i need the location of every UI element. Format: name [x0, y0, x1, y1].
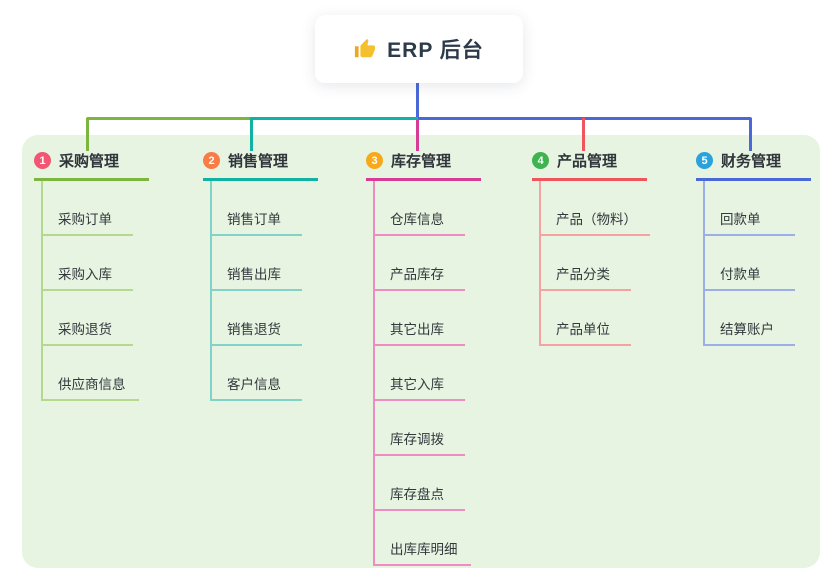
branch-node[interactable]: 1 采购管理 — [34, 150, 149, 181]
mindmap-item[interactable]: 采购订单 — [41, 181, 133, 236]
thumbs-up-icon — [355, 38, 376, 58]
branch-number-badge: 3 — [366, 152, 383, 169]
branch: 4 产品管理 产品（物料）产品分类产品单位 — [532, 150, 692, 346]
mindmap-item[interactable]: 供应商信息 — [41, 346, 139, 401]
branch: 1 采购管理 采购订单采购入库采购退货供应商信息 — [34, 150, 194, 401]
branch-number-badge: 1 — [34, 152, 51, 169]
connector-root-vertical — [416, 83, 419, 120]
mindmap-item[interactable]: 仓库信息 — [373, 181, 465, 236]
connector-drop-branch5 — [749, 118, 752, 151]
mindmap-item[interactable]: 销售出库 — [210, 236, 302, 291]
connector-drop-branch4 — [582, 118, 585, 151]
branch-node[interactable]: 5 财务管理 — [696, 150, 811, 181]
branch: 2 销售管理 销售订单销售出库销售退货客户信息 — [203, 150, 363, 401]
mindmap-item[interactable]: 产品库存 — [373, 236, 465, 291]
branch-item-list: 采购订单采购入库采购退货供应商信息 — [34, 181, 139, 401]
branch-item-list: 回款单付款单结算账户 — [696, 181, 795, 346]
mindmap-item[interactable]: 销售订单 — [210, 181, 302, 236]
mindmap-item[interactable]: 产品分类 — [539, 236, 631, 291]
mindmap-item[interactable]: 采购退货 — [41, 291, 133, 346]
branches-panel: 1 采购管理 采购订单采购入库采购退货供应商信息 2 销售管理 销售订单销售出库… — [22, 135, 820, 568]
branch-node[interactable]: 2 销售管理 — [203, 150, 318, 181]
root-node[interactable]: ERP 后台 — [315, 15, 523, 83]
branch-number-badge: 4 — [532, 152, 549, 169]
branch: 5 财务管理 回款单付款单结算账户 — [696, 150, 839, 346]
connector-horizontal-right — [418, 117, 752, 120]
mindmap-item[interactable]: 其它出库 — [373, 291, 465, 346]
mindmap-item[interactable]: 出库库明细 — [373, 511, 471, 566]
branch-title: 采购管理 — [59, 153, 120, 170]
branch-number-badge: 5 — [696, 152, 713, 169]
mindmap-item[interactable]: 库存调拨 — [373, 401, 465, 456]
connector-horizontal-left — [86, 117, 252, 120]
branch-node[interactable]: 3 库存管理 — [366, 150, 481, 181]
connector-drop-branch1 — [86, 118, 89, 151]
branch-item-list: 销售订单销售出库销售退货客户信息 — [203, 181, 302, 401]
mindmap-item[interactable]: 客户信息 — [210, 346, 302, 401]
root-title: ERP 后台 — [387, 39, 484, 62]
connector-drop-branch3 — [416, 120, 419, 151]
branch-title: 财务管理 — [721, 153, 782, 170]
branch-title: 产品管理 — [557, 153, 618, 170]
mindmap-item[interactable]: 付款单 — [703, 236, 795, 291]
branch: 3 库存管理 仓库信息产品库存其它出库其它入库库存调拨库存盘点出库库明细 — [366, 150, 526, 566]
mindmap-item[interactable]: 结算账户 — [703, 291, 795, 346]
branch-node[interactable]: 4 产品管理 — [532, 150, 647, 181]
branch-item-list: 产品（物料）产品分类产品单位 — [532, 181, 650, 346]
mindmap-item[interactable]: 采购入库 — [41, 236, 133, 291]
connector-drop-branch2 — [250, 118, 253, 151]
branch-title: 库存管理 — [391, 153, 452, 170]
connector-horizontal-mid — [250, 117, 418, 120]
branch-title: 销售管理 — [228, 153, 289, 170]
mindmap-item[interactable]: 库存盘点 — [373, 456, 465, 511]
branch-number-badge: 2 — [203, 152, 220, 169]
mindmap-item[interactable]: 销售退货 — [210, 291, 302, 346]
mindmap-item[interactable]: 产品（物料） — [539, 181, 650, 236]
mindmap-item[interactable]: 回款单 — [703, 181, 795, 236]
mindmap-item[interactable]: 其它入库 — [373, 346, 465, 401]
mindmap-item[interactable]: 产品单位 — [539, 291, 631, 346]
branch-item-list: 仓库信息产品库存其它出库其它入库库存调拨库存盘点出库库明细 — [366, 181, 471, 566]
